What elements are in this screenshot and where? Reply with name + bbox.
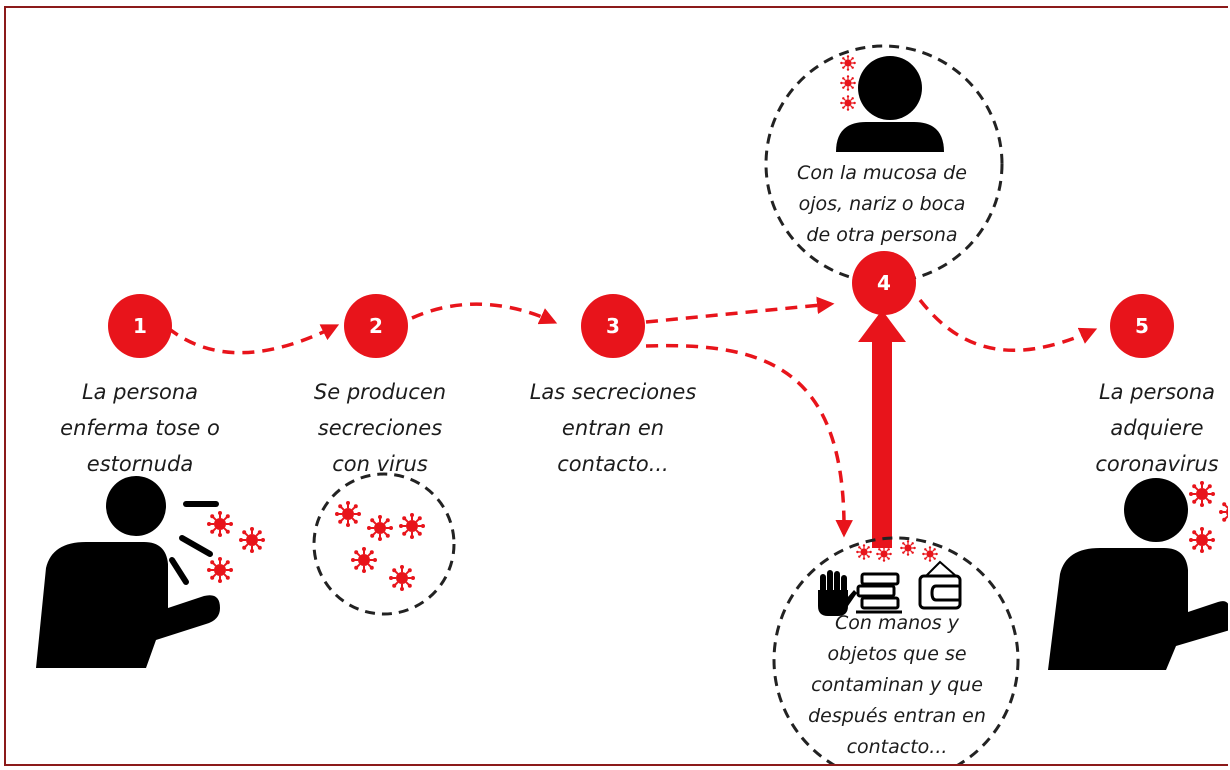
- step-3-number: 3: [606, 314, 620, 338]
- arrow-4-to-5: [918, 298, 1098, 352]
- objects-line-3: contaminan y que: [811, 674, 983, 696]
- virus-icon: [206, 510, 266, 584]
- step-2-line-3: con virus: [332, 452, 428, 476]
- flow-arrows: [166, 296, 1098, 538]
- virus-icon: [855, 539, 939, 563]
- objects-label: Con manos y objetos que se contaminan y …: [792, 608, 1002, 763]
- diagram-frame: 1 2 3 5 4: [4, 6, 1228, 766]
- objects-circle: [772, 536, 1020, 764]
- secretions-circle: [312, 472, 456, 616]
- objects-line-4: después entran en: [808, 705, 986, 727]
- step-4-line-2: ojos, nariz o boca: [798, 193, 966, 215]
- arrow-2-to-3: [411, 302, 558, 325]
- step-3-badge: 3: [581, 294, 645, 358]
- arrow-1-to-2: [166, 324, 340, 355]
- step-5-badge: 5: [1110, 294, 1174, 358]
- step-4-label: Con la mucosa de ojos, nariz o boca de o…: [782, 158, 982, 251]
- virus-icon: [334, 500, 426, 592]
- arrow-3-to-objects: [645, 343, 853, 538]
- arrow-objects-to-4: [858, 310, 906, 548]
- step-3-line-1: Las secreciones: [529, 380, 697, 404]
- step-5-line-2: adquiere: [1110, 416, 1204, 440]
- step-2-number: 2: [369, 314, 383, 338]
- step-4-number: 4: [877, 271, 891, 295]
- step-1-badge: 1: [108, 294, 172, 358]
- mucosa-circle: [764, 44, 1004, 284]
- step-1-label: La persona enferma tose o estornuda: [40, 374, 240, 482]
- step-4-line-1: Con la mucosa de: [797, 162, 967, 184]
- step-2-badge: 2: [344, 294, 408, 358]
- hand-icon: [818, 570, 857, 616]
- flow-diagram: 1 2 3 5 4: [36, 44, 1228, 764]
- virus-icon: [839, 54, 857, 112]
- books-icon: [856, 572, 902, 614]
- step-1-line-3: estornuda: [86, 452, 194, 476]
- step-1-number: 1: [133, 314, 147, 338]
- step-4-badge: 4: [852, 251, 916, 315]
- step-5-label: La persona adquiere coronavirus: [1072, 374, 1228, 482]
- step-3-line-3: contacto...: [557, 452, 669, 476]
- step-1-line-1: La persona: [81, 380, 199, 404]
- objects-line-2: objetos que se: [827, 643, 967, 665]
- step-2-line-1: Se producen: [313, 380, 447, 404]
- coughing-person-icon: [36, 476, 220, 668]
- step-4-line-3: de otra persona: [806, 224, 958, 246]
- step-3-line-2: entran en: [561, 416, 665, 440]
- person-icon: [836, 56, 944, 152]
- infected-person-icon: [1048, 478, 1228, 670]
- step-2-label: Se producen secreciones con virus: [290, 374, 470, 482]
- step-2-line-2: secreciones: [317, 416, 443, 440]
- arrow-3-to-4: [645, 296, 835, 324]
- virus-icon: [1188, 480, 1228, 554]
- objects-line-5: contacto...: [846, 736, 948, 758]
- step-1-line-2: enferma tose o: [60, 416, 220, 440]
- step-5-number: 5: [1135, 314, 1149, 338]
- step-5-line-1: La persona: [1098, 380, 1216, 404]
- step-5-line-3: coronavirus: [1095, 452, 1219, 476]
- objects-line-1: Con manos y: [835, 612, 959, 634]
- wallet-icon: [918, 560, 962, 610]
- step-3-label: Las secreciones entran en contacto...: [508, 374, 718, 482]
